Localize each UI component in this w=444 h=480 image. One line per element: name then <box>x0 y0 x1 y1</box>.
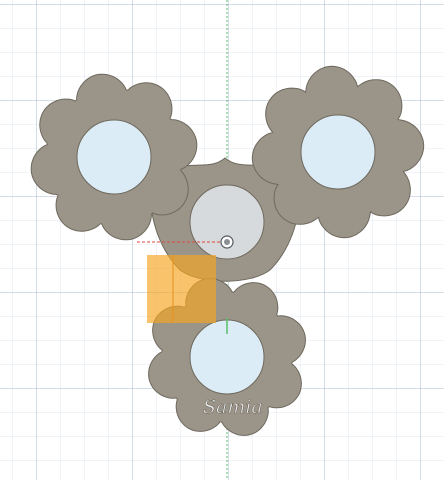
origin-point[interactable] <box>220 235 234 249</box>
hole-top-right[interactable] <box>300 114 376 190</box>
hole-top-left[interactable] <box>76 119 152 195</box>
selection-highlight[interactable] <box>147 255 216 323</box>
center-bearing-cap[interactable] <box>189 184 265 260</box>
spinner-body[interactable] <box>30 65 425 436</box>
engraved-name: Samia <box>203 396 263 418</box>
